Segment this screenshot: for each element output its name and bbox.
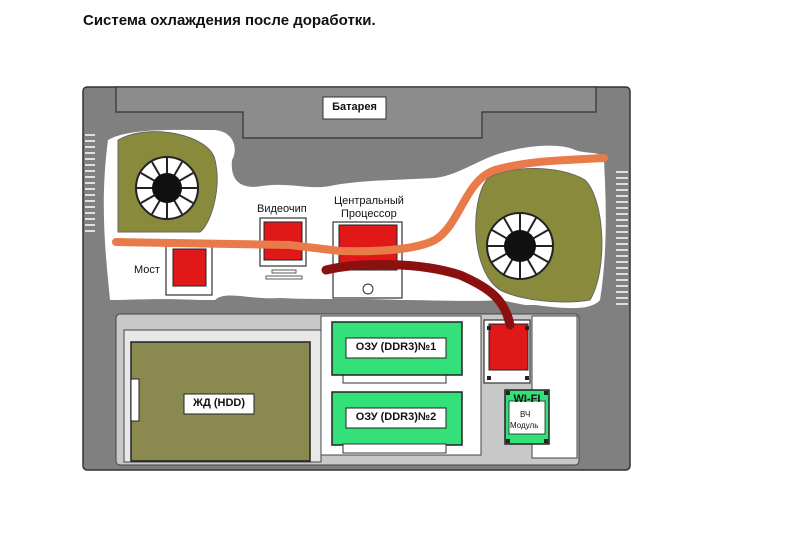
bridge-label: Мост (134, 264, 160, 276)
cpu-label-line1: Центральный (334, 195, 404, 207)
hdd-label-box (183, 393, 255, 415)
wifi-label-line1: WI-FI (513, 393, 541, 405)
hdd-label: ЖД (HDD) (193, 397, 245, 409)
gpu-label: Видеочип (257, 203, 307, 215)
wifi-label-box (508, 400, 546, 435)
wifi-label-line3: Модуль (510, 421, 539, 430)
wifi-label-line2: ВЧ (520, 410, 531, 419)
ram-2-label: ОЗУ (DDR3)№2 (355, 411, 437, 423)
bridge-chip (172, 248, 207, 287)
ram-1-label-box (345, 337, 447, 359)
right-vent (616, 171, 628, 305)
page-title: Система охлаждения после доработки. (83, 12, 376, 29)
copper-heatpipe (112, 154, 608, 256)
cpu-label-line2: Процессор (341, 208, 397, 220)
ram-2-label-box (345, 407, 447, 429)
wifi-chip (488, 323, 529, 371)
left-vent (85, 134, 95, 232)
hdd-connector (130, 378, 140, 422)
battery-label: Батарея (332, 101, 377, 113)
ram-1-label: ОЗУ (DDR3)№1 (355, 341, 437, 353)
ram-2-socket (342, 443, 447, 454)
battery-label-box (322, 96, 387, 120)
dark-heatpipe (321, 260, 515, 330)
